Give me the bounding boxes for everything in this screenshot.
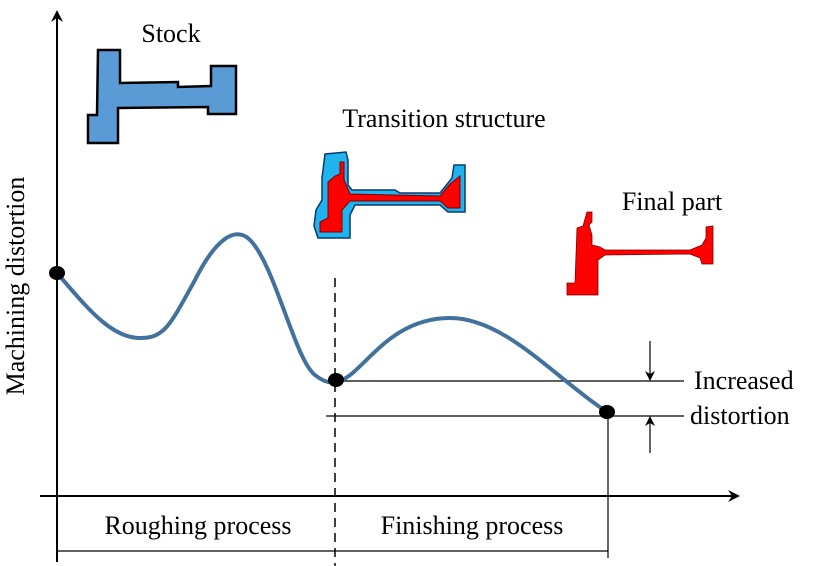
stock-part-icon — [86, 48, 238, 145]
finishing-process-label: Finishing process — [381, 511, 564, 540]
stock-label: Stock — [141, 19, 200, 48]
increased-label: Increased — [694, 366, 794, 395]
transition-structure-label: Transition structure — [342, 104, 545, 133]
final-part-icon — [566, 211, 714, 296]
final-part-label: Final part — [622, 187, 723, 216]
roughing-process-label: Roughing process — [104, 511, 291, 540]
transition-part-icon — [313, 151, 466, 239]
y-axis-label: Machining distortion — [1, 177, 30, 396]
distortion-curve — [55, 232, 609, 414]
start-point — [49, 266, 65, 280]
roughing-end-point — [328, 373, 344, 387]
distortion-label: distortion — [690, 401, 790, 430]
finishing-end-point — [599, 405, 615, 419]
